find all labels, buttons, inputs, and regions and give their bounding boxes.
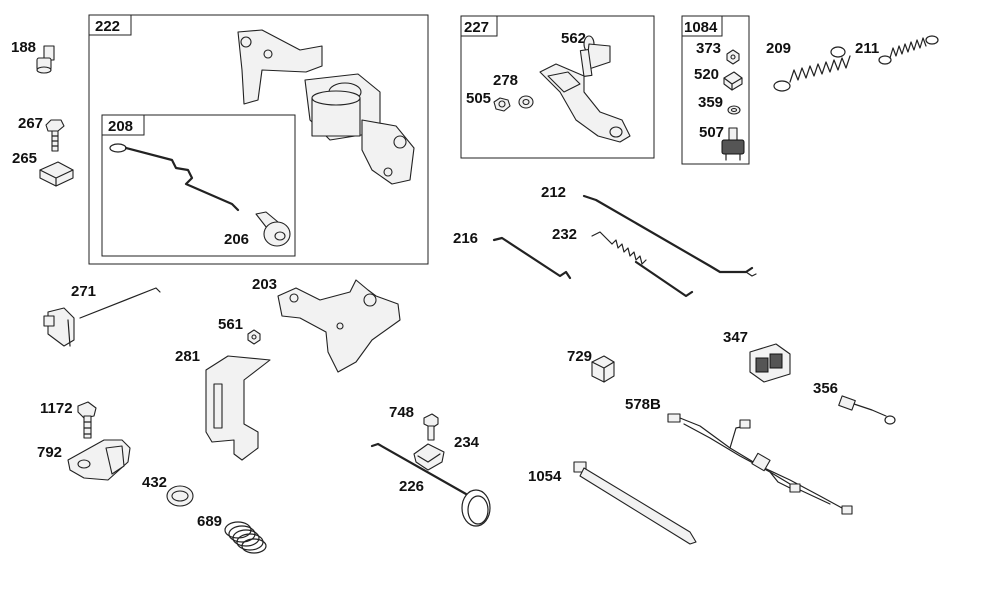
callout-373: 373 [696,40,721,57]
callout-206: 206 [224,231,249,248]
clip-icon [723,71,743,91]
bolt-icon [36,45,55,74]
spring-icon [591,231,694,298]
nut-icon [726,49,740,65]
callout-748: 748 [389,404,414,421]
callout-520: 520 [694,66,719,83]
bracket-icon [205,355,271,461]
nut-icon [493,97,511,112]
callout-507: 507 [699,124,724,141]
group-box-208: 208 [101,114,296,257]
bolt-icon [423,413,439,441]
group-box-1084: 1084 [681,15,750,165]
rod-icon [492,236,572,280]
callout-278: 278 [493,72,518,89]
callout-234: 234 [454,434,480,451]
group-box-227: 227 [460,15,655,159]
spring-icon [773,46,851,92]
bracket-icon [277,279,401,373]
callout-232: 232 [552,226,577,243]
callout-271: 271 [71,283,96,300]
wire-harness-icon [838,395,896,425]
callout-792: 792 [37,444,62,461]
callout-729: 729 [567,348,592,365]
bolt-icon [45,119,65,152]
callout-562: 562 [561,30,586,47]
switch-icon [749,343,791,383]
callout-267: 267 [18,115,43,132]
rod-icon [582,194,757,277]
switch-icon [721,127,745,161]
callout-281: 281 [175,348,200,365]
spring-icon [224,521,267,554]
nut-icon [247,329,261,345]
callout-505: 505 [466,90,491,107]
callout-labels: 188 267 265 206 562 278 505 373 520 359 … [11,30,879,530]
rod-icon [109,143,240,212]
callout-1172: 1172 [40,400,73,417]
group-label-208: 208 [108,118,133,135]
callout-188: 188 [11,39,36,56]
washer-icon [518,95,534,109]
clip-icon [413,443,445,471]
spring-icon [878,35,939,65]
group-label-222: 222 [95,18,120,35]
washer-icon [727,105,741,115]
bracket-icon [237,29,415,185]
wire-harness-icon [667,413,853,515]
cable-tie-icon [573,461,697,545]
bolt-icon [77,401,97,439]
group-box-222: 222 [88,14,429,265]
callout-359: 359 [698,94,723,111]
callout-226: 226 [399,478,424,495]
callout-1054: 1054 [528,468,562,485]
clip-icon [39,161,74,187]
group-label-227: 227 [464,19,489,36]
bracket-icon [539,63,631,143]
callout-561: 561 [218,316,243,333]
callout-265: 265 [12,150,37,167]
callout-347: 347 [723,329,748,346]
bushing-icon [255,211,291,247]
callout-216: 216 [453,230,478,247]
callout-432: 432 [142,474,167,491]
rod-icon [43,287,161,347]
callout-209: 209 [766,40,791,57]
clip-icon [591,355,615,383]
callout-211: 211 [855,40,879,57]
rod-icon [370,442,491,527]
callout-203: 203 [252,276,277,293]
callout-356: 356 [813,380,838,397]
group-label-1084: 1084 [684,19,718,36]
clamp-icon [166,485,194,507]
clamp-icon [67,439,131,481]
bolt-icon [579,35,611,77]
callout-212: 212 [541,184,566,201]
callout-578b: 578B [625,396,661,413]
callout-689: 689 [197,513,222,530]
